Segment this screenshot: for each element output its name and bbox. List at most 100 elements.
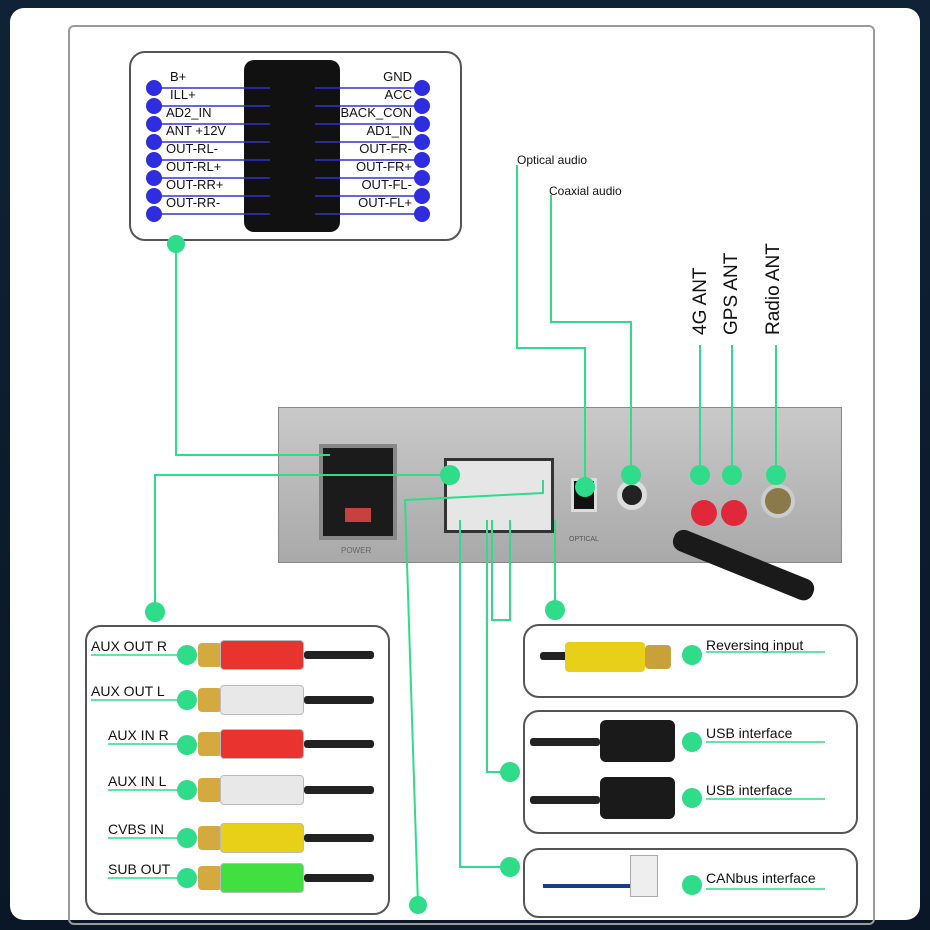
4g-ant-port [691,500,717,526]
pin-label-right: OUT-FR- [359,141,412,156]
rca-label: AUX IN L [108,773,167,789]
connection-dot [146,134,162,150]
gps-ant-port [721,500,747,526]
usb-plug-1 [600,720,675,762]
connection-dot [146,152,162,168]
connection-dot [621,465,641,485]
usb-interface-label-2: USB interface [706,782,793,798]
connection-dot [500,857,520,877]
pin-label-right: OUT-FR+ [356,159,412,174]
rca-cable [304,874,374,882]
rca-cable [304,740,374,748]
connection-dot [167,235,185,253]
rca-tip [198,688,222,712]
usb-cable-2 [530,796,600,804]
optical-port-label: OPTICAL [569,536,599,543]
coaxial-audio-label: Coaxial audio [549,184,622,198]
rca-label: SUB OUT [108,861,171,877]
fuse [345,508,371,522]
connection-dot [414,98,430,114]
canbus-interface-label: CANbus interface [706,870,816,886]
connector-line [154,474,455,612]
connector-line [486,520,510,773]
connection-dot [414,80,430,96]
rca-cable [304,696,374,704]
pin-label-right: AD1_IN [366,123,412,138]
connection-dot [414,170,430,186]
rca-tip [198,643,222,667]
rca-label: AUX IN R [108,727,169,743]
connection-dot [500,762,520,782]
pin-label-left: OUT-RR+ [166,177,224,192]
connection-dot [177,828,197,848]
reversing-cable [540,652,570,660]
rca-cable [304,786,374,794]
rca-plug [220,685,304,715]
connection-dot [414,134,430,150]
connection-dot [146,206,162,222]
pin-label-left: ILL+ [170,87,196,102]
connection-dot [145,602,165,622]
connection-dot [177,645,197,665]
connector-line [403,480,544,906]
connection-dot [177,780,197,800]
usb-cable-1 [530,738,600,746]
connection-dot [440,465,460,485]
connection-dot [177,868,197,888]
power-connector [319,444,397,540]
connector-line [459,520,510,868]
pin-label-left: B+ [170,69,187,84]
connection-dot [682,732,702,752]
pin-label-left: ANT +12V [166,123,227,138]
rca-plug [220,823,304,853]
rca-plug [220,775,304,805]
optical-audio-label: Optical audio [517,153,588,167]
canbus-wire [543,884,631,888]
usb-interface-label-1: USB interface [706,725,793,741]
rca-plug [220,729,304,759]
rca-tip [198,866,222,890]
diagram-frame [68,25,875,925]
connector-line [175,244,330,456]
connection-dot [414,188,430,204]
connection-dot [146,116,162,132]
connection-dot [682,875,702,895]
rca-cable [304,651,374,659]
connection-dot [575,477,595,497]
usb-plug-2 [600,777,675,819]
connection-dot [414,206,430,222]
connection-dot [146,170,162,186]
pin-label-right: OUT-FL- [361,177,412,192]
rca-label: AUX OUT L [91,683,165,699]
connection-dot [177,690,197,710]
pin-label-left: OUT-RR- [166,195,221,210]
usb-box [523,710,858,834]
rca-plug [220,863,304,893]
connection-dot [409,896,427,914]
reversing-rca-plug [565,642,645,672]
rca-tip [198,778,222,802]
power-label: POWER [341,546,372,555]
pin-label-right: OUT-FL+ [358,195,412,210]
connection-dot [146,188,162,204]
connection-dot [146,98,162,114]
pin-label-right: BACK_CON [340,105,412,120]
connection-dot [690,465,710,485]
connection-dot [545,600,565,620]
rca-plug [220,640,304,670]
connection-dot [414,152,430,168]
pin-label-right: GND [383,69,412,84]
pin-label-right: ACC [384,87,412,102]
pin-label-left: OUT-RL+ [166,159,222,174]
connection-dot [146,80,162,96]
connection-dot [722,465,742,485]
rca-tip [198,826,222,850]
reversing-input-label: Reversing input [706,637,804,653]
connection-dot [682,645,702,665]
pin-label-left: AD2_IN [166,105,212,120]
rca-label: CVBS IN [108,821,165,837]
connector-line [516,165,586,487]
connection-dot [682,788,702,808]
rca-label: AUX OUT R [91,638,167,654]
